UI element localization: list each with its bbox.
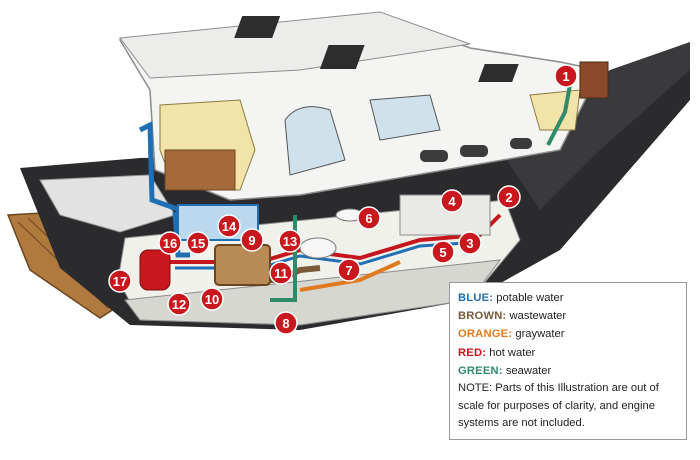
marker-14[interactable]: 14: [217, 214, 241, 238]
svg-text:10: 10: [205, 292, 219, 307]
svg-text:1: 1: [562, 69, 569, 84]
svg-text:9: 9: [248, 233, 255, 248]
svg-text:12: 12: [172, 297, 186, 312]
side-window: [284, 106, 346, 176]
legend-item-green: GREEN: seawater: [458, 362, 680, 380]
svg-text:13: 13: [283, 234, 297, 249]
marker-17[interactable]: 17: [108, 269, 132, 293]
marker-12[interactable]: 12: [167, 292, 191, 316]
legend-key: BROWN:: [458, 310, 507, 323]
svg-text:7: 7: [345, 263, 352, 278]
marker-16[interactable]: 16: [158, 231, 182, 255]
helm-window: [369, 94, 441, 141]
legend-desc: hot water: [489, 346, 536, 359]
legend-note: NOTE: Parts of this Illustration are out…: [458, 382, 659, 430]
marker-5[interactable]: 5: [431, 240, 455, 264]
legend-key: RED:: [458, 346, 487, 359]
legend-desc: graywater: [515, 328, 565, 341]
bilge: [124, 259, 502, 326]
marker-6[interactable]: 6: [357, 206, 381, 230]
legend-desc: potable water: [496, 292, 564, 304]
svg-text:4: 4: [448, 194, 456, 209]
legend-item-orange: ORANGE: graywater: [458, 325, 680, 343]
legend-box: BLUE: potable water BROWN: wastewater OR…: [449, 282, 687, 440]
legend-key: ORANGE:: [458, 328, 513, 341]
svg-text:5: 5: [439, 245, 446, 260]
svg-text:16: 16: [163, 236, 177, 251]
graywater-line: [299, 260, 401, 292]
svg-text:11: 11: [274, 266, 288, 281]
svg-text:15: 15: [191, 236, 205, 251]
svg-text:6: 6: [365, 211, 372, 226]
marker-3[interactable]: 3: [458, 231, 482, 255]
legend-key: BLUE:: [458, 292, 494, 304]
marker-10[interactable]: 10: [200, 287, 224, 311]
toilet: [299, 237, 337, 259]
legend-item-red: RED: hot water: [458, 344, 680, 362]
legend-key: GREEN:: [458, 364, 503, 377]
legend-item-brown: BROWN: wastewater: [458, 307, 680, 325]
marker-7[interactable]: 7: [337, 258, 361, 282]
marker-13[interactable]: 13: [278, 229, 302, 253]
water-heater: [139, 249, 171, 291]
svg-text:8: 8: [282, 316, 289, 331]
legend-item-blue: BLUE: potable water: [458, 289, 680, 307]
holding-tank: [214, 244, 271, 286]
hardtop-roof: [119, 11, 471, 79]
legend-desc: seawater: [505, 364, 552, 377]
svg-text:14: 14: [222, 219, 237, 234]
cockpit-deck: [39, 174, 176, 233]
marker-1[interactable]: 1: [554, 64, 578, 88]
svg-text:3: 3: [466, 236, 473, 251]
marker-4[interactable]: 4: [440, 189, 464, 213]
marker-2[interactable]: 2: [497, 185, 521, 209]
marker-9[interactable]: 9: [240, 228, 264, 252]
svg-text:2: 2: [505, 190, 512, 205]
marker-11[interactable]: 11: [269, 261, 293, 285]
marker-15[interactable]: 15: [186, 231, 210, 255]
marker-8[interactable]: 8: [274, 311, 298, 335]
starboard-hull: [500, 42, 690, 210]
legend-desc: wastewater: [509, 310, 567, 323]
svg-text:17: 17: [113, 274, 127, 289]
